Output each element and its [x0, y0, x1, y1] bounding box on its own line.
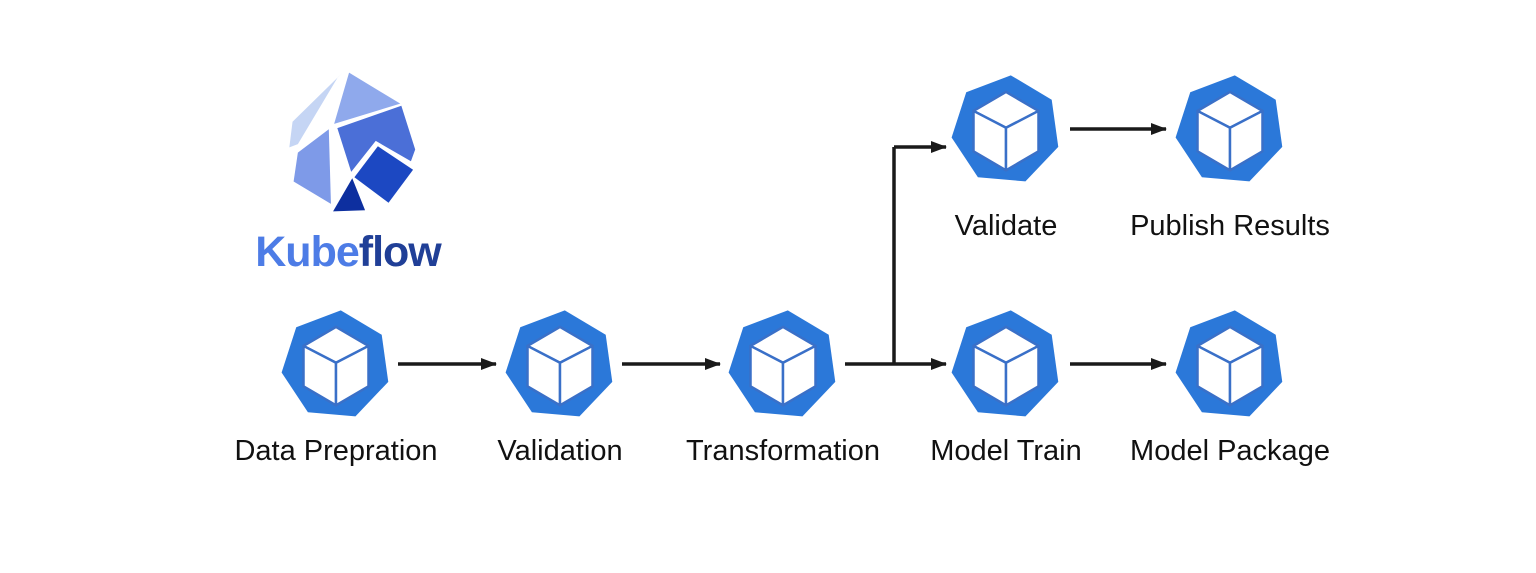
node-label: Validate — [954, 210, 1058, 242]
pipeline-step-icon — [1174, 74, 1286, 186]
kubeflow-logo: Kubeflow — [223, 60, 473, 280]
node-model-package[interactable]: Model Package — [1100, 309, 1360, 468]
node-label: Model Package — [1130, 435, 1330, 467]
pipeline-step-icon — [1174, 309, 1286, 421]
node-label: Validation — [497, 435, 623, 467]
kubeflow-wordmark: Kubeflow — [223, 228, 473, 277]
node-transformation[interactable]: Transformation — [653, 309, 913, 468]
wordmark-kube: Kube — [255, 228, 359, 276]
node-model-train[interactable]: Model Train — [876, 309, 1136, 468]
node-validation[interactable]: Validation — [430, 309, 690, 468]
node-label: Publish Results — [1130, 210, 1330, 242]
node-label: Model Train — [930, 435, 1082, 467]
node-label: Data Prepration — [234, 435, 438, 467]
node-publish-results[interactable]: Publish Results — [1100, 74, 1360, 243]
pipeline-step-icon — [950, 74, 1062, 186]
pipeline-step-icon — [504, 309, 616, 421]
pipeline-step-icon — [280, 309, 392, 421]
wordmark-flow: flow — [358, 228, 442, 276]
pipeline-step-icon — [950, 309, 1062, 421]
node-label: Transformation — [686, 435, 880, 467]
kubeflow-logo-icon — [289, 72, 416, 212]
node-validate[interactable]: Validate — [876, 74, 1136, 243]
node-data-preparation[interactable]: Data Prepration — [206, 309, 466, 468]
pipeline-step-icon — [727, 309, 839, 421]
